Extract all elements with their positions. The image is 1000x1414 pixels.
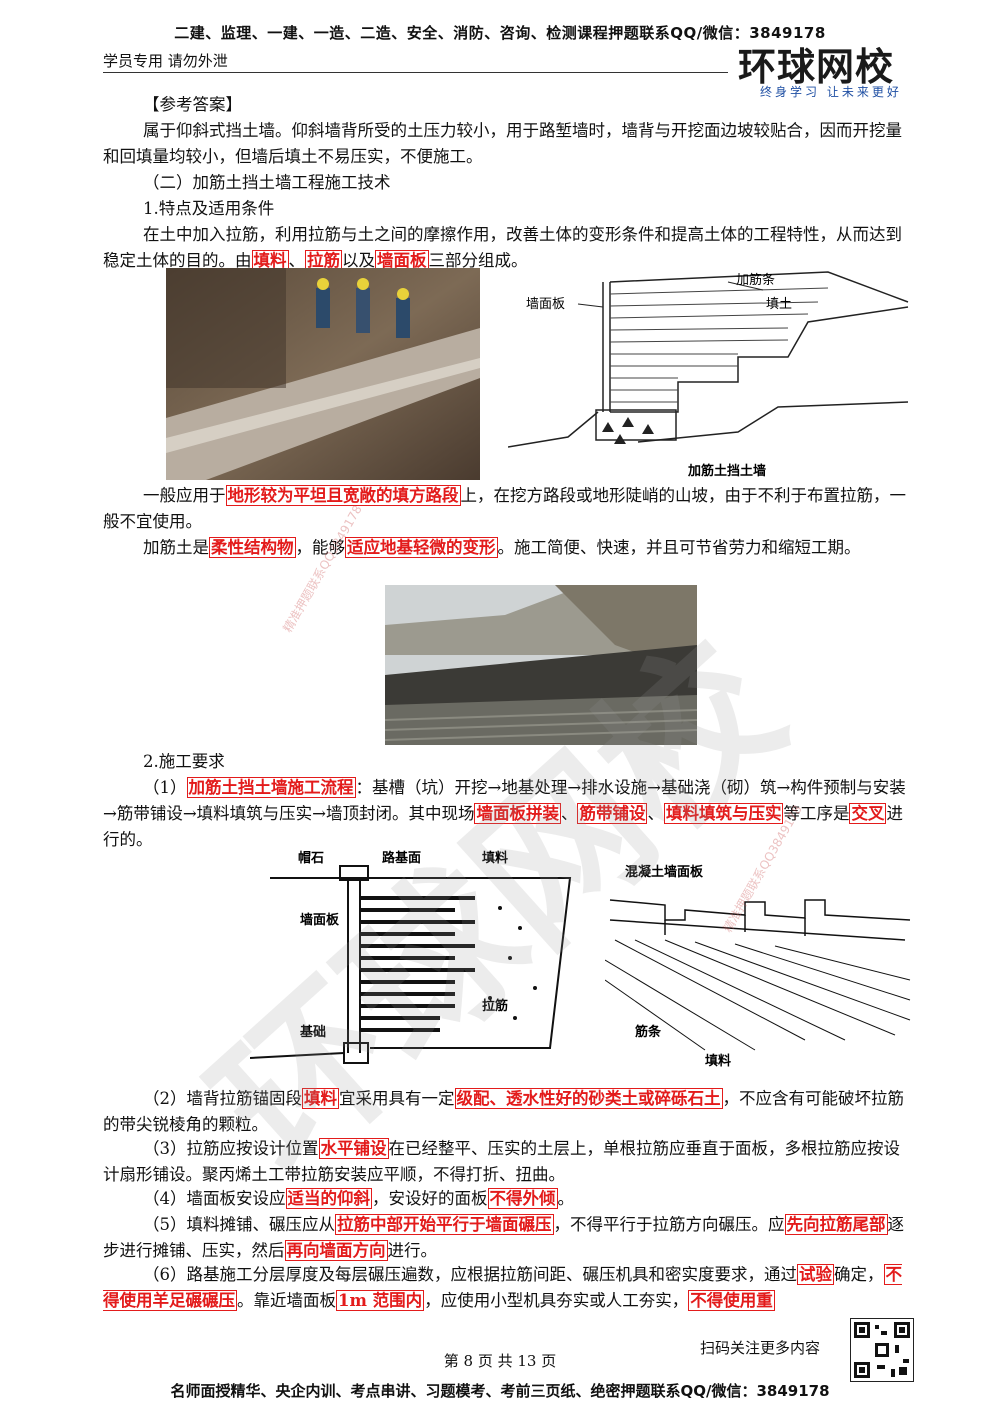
text: 一般应用于 — [143, 486, 226, 505]
text: 逐步进行摊铺、压实，然后 — [103, 1215, 904, 1260]
label-road: 路基面 — [382, 850, 421, 866]
highlight: 墙面板拼装 — [474, 803, 561, 824]
text: 三部分组成。 — [428, 251, 528, 270]
logo: 环球网校 终身学习 让未来更好 — [738, 36, 918, 100]
highlight: 填料 — [251, 250, 289, 271]
text: 进行的。 — [103, 804, 903, 849]
highlight: 水平铺设 — [318, 1138, 389, 1159]
label-rebar: 拉筋 — [482, 998, 508, 1014]
requirement-5: （5）填料摊铺、碾压应从拉筋中部开始平行于墙面碾压，不得平行于拉筋方向碾压。应先… — [103, 1212, 915, 1264]
highlight: 筋带铺设 — [577, 803, 648, 824]
highlight: 不得使用羊足碾碾压 — [103, 1264, 902, 1311]
reinforced-wall-diagram: 墙面板 加筋条 填土 加筋土挡土墙 — [508, 271, 909, 479]
text: （3）拉筋应按设计位置 — [143, 1139, 319, 1158]
header-divider — [103, 72, 728, 73]
highlight: 填料填筑与压实 — [663, 803, 784, 824]
text: 上，在挖方路段或地形陡峭的山坡，由于不利于布置拉筋，一般不宜使用。 — [103, 486, 906, 531]
highlight: 试验 — [797, 1264, 834, 1285]
panel-perspective-diagram: 混凝土墙面板 筋条 填料 — [605, 864, 911, 1069]
footer-banner: 名师面授精华、央企内训、考点串讲、习题模考、考前三页纸、绝密押题联系QQ/微信：… — [170, 1382, 830, 1400]
text: ：基槽（坑）开挖→地基处理→排水设施→基础浇（砌）筑→构件预制与安装→筋带铺设→… — [103, 778, 906, 823]
header-banner: 二建、监理、一建、一造、二造、安全、消防、咨询、检测课程押题联系QQ/微信：38… — [174, 24, 826, 42]
logo-slogan: 终身学习 让未来更好 — [760, 85, 902, 99]
subsection-2: 2.施工要求 — [143, 752, 225, 771]
requirement-1: （1）加筋土挡土墙施工流程：基槽（坑）开挖→地基处理→排水设施→基础浇（砌）筑→… — [103, 775, 915, 853]
text: 进行。 — [387, 1241, 438, 1260]
requirement-3: （3）拉筋应按设计位置水平铺设在已经整平、压实的土层上，单根拉筋应垂直于面板，多… — [103, 1136, 915, 1188]
text: 。 — [557, 1189, 575, 1208]
text: 以及 — [342, 251, 375, 270]
highlight: 柔性结构物 — [209, 537, 296, 558]
text: ，应使用小型机具夯实或人工夯实， — [424, 1291, 689, 1310]
text: 。施工简便、快速，并且可节省劳力和缩短工期。 — [497, 538, 861, 557]
highlight: 填料 — [302, 1088, 339, 1109]
text: ，安设好的面板 — [372, 1189, 488, 1208]
label-bar: 筋条 — [634, 1024, 662, 1040]
text: 加筋土是 — [143, 538, 209, 557]
text: 等工序是 — [783, 804, 850, 823]
text: ，能够 — [295, 538, 346, 557]
label-panel: 墙面板 — [526, 297, 565, 312]
text: 宜采用具有一定 — [339, 1089, 455, 1108]
text: 、 — [647, 804, 664, 823]
page-number: 第 8 页 共 13 页 — [443, 1352, 557, 1370]
label-fill: 填料 — [705, 1053, 731, 1069]
highlight: 加筋土挡土墙施工流程 — [186, 777, 356, 798]
text: 确定， — [834, 1265, 884, 1284]
highlight: 级配、透水性好的砂类土或碎砾石土 — [454, 1088, 723, 1109]
logo-text: 环球网校 — [738, 45, 895, 89]
label-concrete-panel: 混凝土墙面板 — [625, 864, 704, 880]
label-panel: 墙面板 — [300, 912, 340, 928]
answer-text: 属于仰斜式挡土墙。仰斜墙背所受的土压力较小，用于路堑墙时，墙背与开挖面边坡较贴合… — [103, 121, 902, 166]
qr-code-icon[interactable] — [850, 1318, 914, 1382]
text: （5）填料摊铺、碾压应从 — [143, 1215, 335, 1234]
highlight: 墙面板 — [375, 250, 429, 271]
requirement-2: （2）墙背拉筋锚固段填料宜采用具有一定级配、透水性好的砂类土或碎砾石土，不应含有… — [103, 1086, 915, 1138]
text: （6）路基施工分层厚度及每层碾压遍数，应根据拉筋间距、碾压机具和密实度要求，通过 — [143, 1265, 797, 1284]
text: 、 — [560, 804, 578, 823]
paragraph-flexibility: 加筋土是柔性结构物，能够适应地基轻微的变形。施工简便、快速，并且可节省劳力和缩短… — [103, 535, 915, 561]
highlight: 拉筋 — [305, 250, 342, 271]
highlight: 先向拉筋尾部 — [784, 1214, 888, 1235]
text: ，不应含有可能破坏拉筋的带尖锐棱角的颗粒。 — [103, 1089, 904, 1134]
highlight: 适应地基轻微的变形 — [345, 537, 498, 558]
wall-section-diagram: 帽石 路基面 填料 墙面板 拉筋 基础 — [250, 850, 572, 1064]
highlight: 地形较为平坦且宽敞的填方路段 — [225, 485, 461, 506]
highlight: 1m 范围内 — [336, 1290, 425, 1311]
highlight: 不得外倾 — [487, 1188, 558, 1209]
paragraph-composition: 在土中加入拉筋，利用拉筋与土之间的摩擦作用，改善土体的变形条件和提高土体的工程特… — [103, 222, 915, 274]
label-base: 基础 — [299, 1024, 326, 1040]
text: 在已经整平、压实的土层上，单根拉筋应垂直于面板，多根拉筋应按设计扇形铺设。聚丙烯… — [103, 1139, 900, 1184]
text: （2）墙背拉筋锚固段 — [143, 1089, 302, 1108]
scan-note: 扫码关注更多内容 — [700, 1339, 821, 1357]
highlight: 不得使用重 — [688, 1290, 775, 1311]
construction-photo-1 — [166, 268, 480, 480]
figure-caption: 加筋土挡土墙 — [687, 463, 766, 479]
header-note: 学员专用 请勿外泄 — [103, 52, 228, 70]
highlight: 交叉 — [849, 803, 887, 824]
label-fill: 填土 — [766, 297, 792, 312]
label-strip: 加筋条 — [736, 272, 775, 288]
label-fill: 填料 — [482, 850, 508, 866]
answer-heading: 【参考答案】 — [143, 95, 242, 114]
requirement-4: （4）墙面板安设应适当的仰斜，安设好的面板不得外倾。 — [103, 1186, 915, 1212]
highlight: 再向墙面方向 — [284, 1240, 388, 1261]
construction-photo-2 — [385, 585, 697, 745]
highlight: 拉筋中部开始平行于墙面碾压 — [335, 1214, 554, 1235]
requirement-6: （6）路基施工分层厚度及每层碾压遍数，应根据拉筋间距、碾压机具和密实度要求，通过… — [103, 1262, 915, 1314]
label-cap: 帽石 — [298, 850, 324, 866]
section-title: （二）加筋土挡土墙工程施工技术 — [143, 173, 391, 192]
text: 在土中加入拉筋，利用拉筋与土之间的摩擦作用，改善土体的变形条件和提高土体的工程特… — [103, 225, 902, 270]
text: 、 — [288, 251, 306, 270]
text: 。靠近墙面板 — [237, 1291, 336, 1310]
highlight: 适当的仰斜 — [285, 1188, 372, 1209]
paragraph-applicability: 一般应用于地形较为平坦且宽敞的填方路段上，在挖方路段或地形陡峭的山坡，由于不利于… — [103, 483, 915, 535]
text: ，不得平行于拉筋方向碾压。应 — [553, 1215, 785, 1234]
text: （1） — [143, 778, 187, 797]
subsection-1: 1.特点及适用条件 — [143, 199, 275, 218]
text: （4）墙面板安设应 — [143, 1189, 286, 1208]
